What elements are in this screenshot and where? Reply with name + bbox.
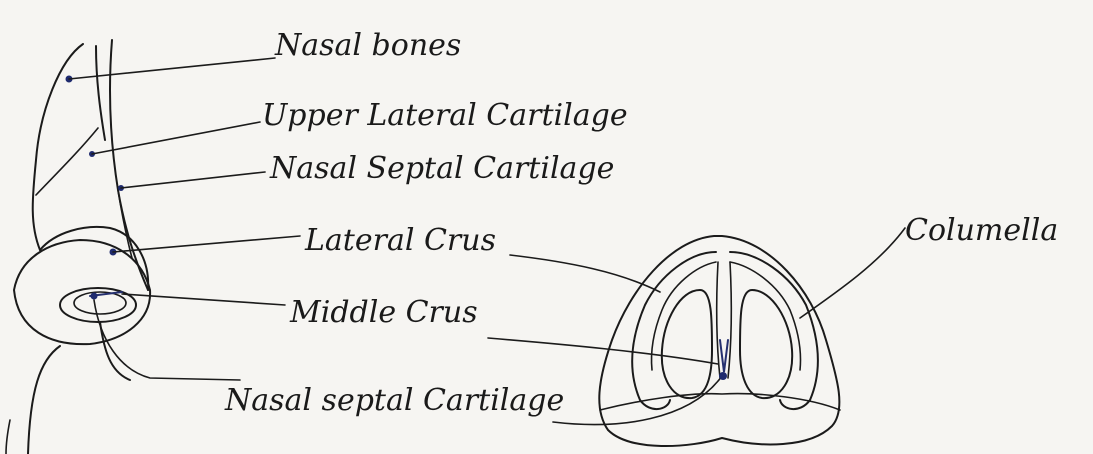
septal-cartilage-mark xyxy=(720,340,728,372)
upper-lip-line xyxy=(28,346,60,454)
leader-nasal-bones xyxy=(69,58,275,79)
leader-septal-top xyxy=(121,172,265,188)
leader-lateral-crus-right xyxy=(510,255,660,292)
marker-septal-basal xyxy=(719,372,727,380)
leader-middle-crus-right xyxy=(488,338,718,364)
leader-middle-crus xyxy=(122,294,285,305)
lower-lateral-cartilage-outline xyxy=(14,240,150,344)
cartilage-boundary-line xyxy=(36,128,98,195)
left-nostril xyxy=(662,290,712,398)
leader-columella xyxy=(800,228,905,318)
side-view-nose xyxy=(6,40,150,454)
leader-lateral-crus xyxy=(113,236,300,252)
right-lateral-crus-loop xyxy=(730,252,818,409)
label-nasal-septal-cartilage-top: Nasal Septal Cartilage xyxy=(269,151,614,186)
marker-septal-bottom xyxy=(91,293,98,300)
leader-upper-lateral xyxy=(92,122,260,154)
nose-profile-outline xyxy=(33,44,83,250)
label-middle-crus: Middle Crus xyxy=(289,295,478,330)
label-upper-lateral-cartilage: Upper Lateral Cartilage xyxy=(262,98,628,133)
cheek-line xyxy=(6,420,10,454)
basal-view-nose xyxy=(599,236,840,446)
label-nasal-bones: Nasal bones xyxy=(274,28,461,63)
columella-right-edge xyxy=(728,262,731,378)
philtrum-line xyxy=(100,322,130,380)
columella-left-edge xyxy=(717,262,720,378)
label-columella: Columella xyxy=(905,213,1058,248)
basal-lip-line xyxy=(600,394,840,410)
right-nostril xyxy=(740,290,792,398)
labels: Nasal bones Upper Lateral Cartilage Nasa… xyxy=(224,28,1058,418)
leader-septal-bottom-right xyxy=(553,376,722,425)
label-lateral-crus: Lateral Crus xyxy=(304,223,496,258)
left-lateral-crus-loop xyxy=(632,252,716,409)
nasal-bone-line xyxy=(96,46,105,140)
label-nasal-septal-cartilage-bottom: Nasal septal Cartilage xyxy=(224,383,564,418)
